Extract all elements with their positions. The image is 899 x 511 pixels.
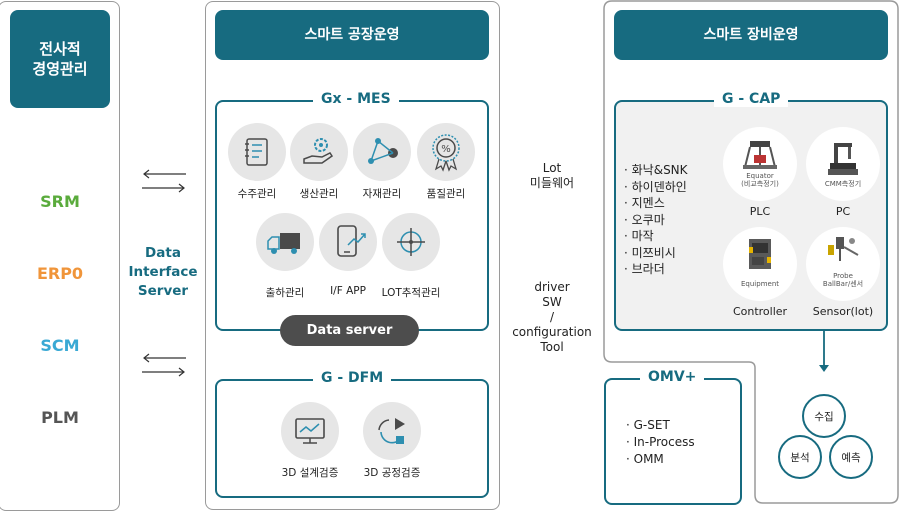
pc-label: PC (835, 205, 851, 218)
down-arrow-icon (819, 331, 829, 372)
predict-circle: 예측 (829, 435, 873, 479)
controller-device-caption: Equipment (741, 280, 779, 288)
exchange-arrows-bottom (142, 353, 186, 377)
factory-header: 스마트 공장운영 (215, 10, 489, 60)
omv-list: · G-SET · In-Process · OMM (626, 417, 695, 468)
vendor-item: · 하이덴하인 (624, 179, 687, 194)
omv-item: · OMM (626, 452, 664, 466)
vendor-item: · 오쿠마 (624, 212, 665, 227)
omv-item: · G-SET (626, 418, 670, 432)
lot-tracking-icon (382, 213, 440, 271)
lot-tracking-label: LOT추적관리 (381, 287, 441, 299)
vendor-item: · 화낙&SNK (624, 163, 688, 177)
scm-label: SCM (40, 336, 80, 355)
material-management-label: 자재관리 (362, 188, 402, 200)
plc-label: PLC (749, 205, 771, 218)
data-interface-server-label: Data Interface Server (128, 245, 198, 299)
process-verification-label: 3D 공정검증 (363, 467, 421, 479)
sensor-device-caption: Probe BallBar/센서 (822, 272, 864, 288)
shipping-management-label: 출하관리 (265, 287, 305, 299)
plc-device-caption: Equator (비교측정기) (741, 172, 779, 188)
data-server-pill: Data server (280, 315, 419, 346)
controller-label: Controller (732, 305, 788, 318)
vendor-item: · 마작 (624, 229, 654, 243)
lot-middleware-label: Lot 미들웨어 (529, 161, 575, 190)
driver-config-label: driver SW / configuration Tool (512, 280, 592, 354)
dfm-title: G - DFM (313, 370, 392, 386)
pc-device-caption: CMM측정기 (824, 180, 862, 188)
svg-text:%: % (441, 144, 451, 155)
equipment-header: 스마트 장비운영 (614, 10, 888, 60)
srm-label: SRM (40, 192, 80, 211)
omv-title: OMV+ (640, 369, 705, 385)
pc-device-icon (806, 127, 880, 201)
shipping-management-icon (256, 213, 314, 271)
vendor-item: · 브라더 (624, 262, 665, 276)
order-management-icon (228, 123, 286, 181)
erp-label: ERP0 (36, 264, 84, 283)
quality-management-label: 품질관리 (426, 188, 466, 200)
process-verification-icon (363, 402, 421, 460)
omv-item: · In-Process (626, 435, 695, 449)
cap-title: G - CAP (714, 91, 789, 107)
order-management-label: 수주관리 (237, 188, 277, 200)
design-verification-label: 3D 설계검증 (281, 467, 339, 479)
plc-device-icon (723, 127, 797, 201)
vendor-item: · 미쯔비시 (624, 245, 676, 260)
material-management-icon (353, 123, 411, 181)
sensor-label: Sensor(lot) (812, 305, 874, 318)
production-management-label: 생산관리 (299, 188, 339, 200)
exchange-arrows-top (142, 169, 186, 193)
plm-label: PLM (41, 408, 79, 427)
enterprise-header: 전사적 경영관리 (10, 10, 110, 108)
analyze-circle: 분석 (778, 435, 822, 479)
if-app-label: I/F APP (330, 285, 366, 297)
cnc-vendor-list: · 화낙&SNK · 하이덴하인 · 지멘스 · 오쿠마 · 마작 · 미쯔비시… (624, 162, 688, 278)
vendor-item: · 지멘스 (624, 196, 665, 210)
sensor-device-icon (806, 227, 880, 301)
omv-box (604, 378, 742, 505)
production-management-icon (290, 123, 348, 181)
mes-title: Gx - MES (313, 91, 399, 107)
if-app-icon (319, 213, 377, 271)
controller-device-icon (723, 227, 797, 301)
quality-management-icon: % (417, 123, 475, 181)
collect-circle: 수집 (802, 394, 846, 438)
design-verification-icon (281, 402, 339, 460)
dfm-box (215, 379, 489, 498)
